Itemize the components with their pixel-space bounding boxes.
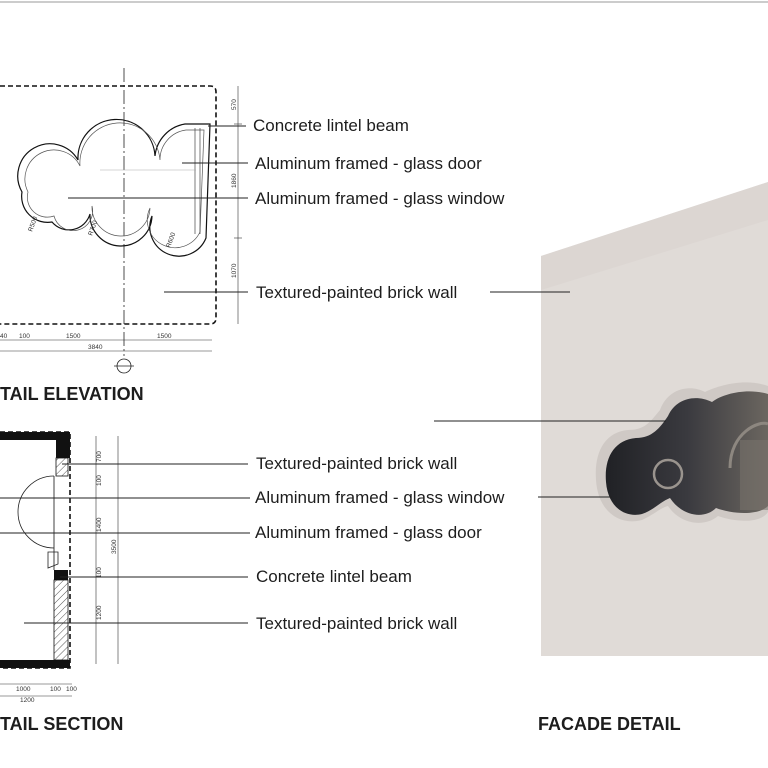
- section-lintel: [56, 440, 70, 458]
- label-glass-window: Aluminum framed - glass window: [255, 189, 505, 208]
- label-lintel: Concrete lintel beam: [256, 567, 412, 586]
- dim-label: 570: [231, 99, 238, 110]
- elevation-wall-outline: [0, 85, 217, 325]
- dim-label: 100: [96, 567, 103, 578]
- window-arch: [728, 421, 768, 469]
- cloud-opening-outline: [17, 118, 211, 257]
- dim-label: 700: [96, 451, 103, 462]
- window-frame: [47, 551, 59, 569]
- dim-label: 1000: [16, 686, 31, 693]
- dim-label: 1200: [96, 605, 103, 620]
- facade-wall-shade: [541, 182, 768, 290]
- facade-detail: FACADE DETAIL: [434, 182, 768, 734]
- radius-label: R600: [165, 231, 177, 248]
- section-title: TAIL SECTION: [0, 714, 123, 734]
- label-glass-door: Aluminum framed - glass door: [255, 523, 482, 542]
- dim-label: 100: [66, 686, 77, 693]
- detail-section: 700 100 1400 100 1200 3500 1000 100 100 …: [0, 431, 505, 734]
- door-panel: [740, 440, 768, 510]
- dim-label: 40: [0, 333, 8, 340]
- elevation-title: TAIL ELEVATION: [0, 384, 144, 404]
- label-glass-door: Aluminum framed - glass door: [255, 154, 482, 173]
- dim-label: 3840: [88, 344, 103, 351]
- radius-label: R500: [27, 215, 39, 232]
- section-wall-bottom: [0, 660, 70, 668]
- window-ring: [652, 458, 684, 490]
- dim-label: 1200: [20, 697, 35, 704]
- section-brick-hatch: [53, 579, 69, 661]
- facade-title: FACADE DETAIL: [538, 714, 681, 734]
- dim-label: 1070: [231, 263, 238, 278]
- dim-label: 1400: [96, 517, 103, 532]
- detail-elevation: 570 1860 1070 R500 R700 R600 40 100 1500…: [0, 68, 505, 404]
- dim-label: 1860: [231, 173, 238, 188]
- cloud-opening-inner: [24, 122, 205, 249]
- dim-label: 100: [96, 475, 103, 486]
- door-swing-arc: [17, 475, 55, 549]
- section-brick-hatch: [55, 457, 69, 477]
- label-brick-wall: Textured-painted brick wall: [256, 283, 457, 302]
- label-brick-wall: Textured-painted brick wall: [256, 454, 457, 473]
- dim-label: 100: [50, 686, 61, 693]
- facade-opening: [605, 391, 768, 515]
- label-glass-window: Aluminum framed - glass window: [255, 488, 505, 507]
- section-sill: [54, 570, 68, 580]
- dim-label: 3500: [111, 539, 118, 554]
- section-wall-top: [0, 432, 70, 440]
- label-lintel: Concrete lintel beam: [253, 116, 409, 135]
- label-brick-wall: Textured-painted brick wall: [256, 614, 457, 633]
- dim-label: 1500: [66, 333, 81, 340]
- dim-label: 100: [19, 333, 30, 340]
- dim-label: 1500: [157, 333, 172, 340]
